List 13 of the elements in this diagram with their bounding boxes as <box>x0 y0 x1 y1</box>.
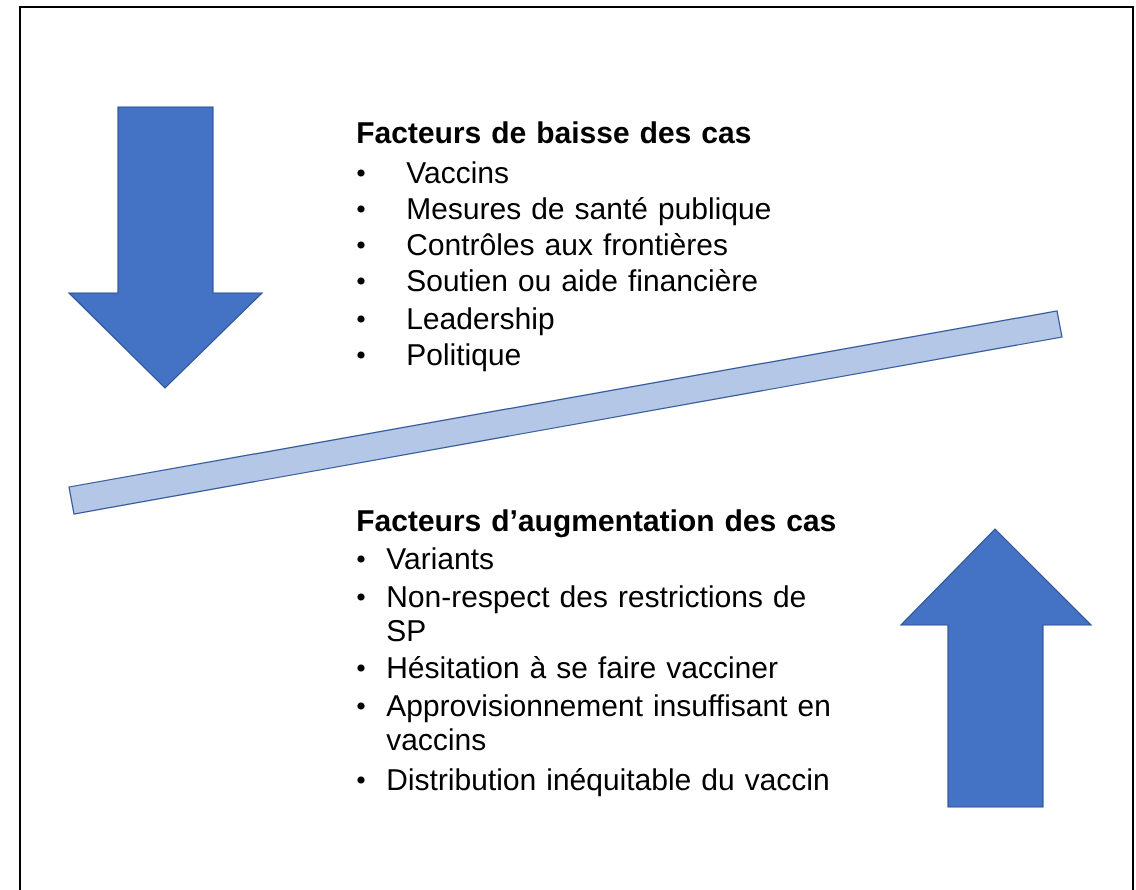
bullet-item: Hésitation à se faire vacciner <box>388 655 778 679</box>
bullet-item: Leadership <box>408 307 554 336</box>
bullet-item: Approvisionnement insuffisant en vaccins <box>386 694 829 751</box>
bullet-item: Non-respect des restrictions de SP <box>387 585 805 642</box>
bullet-item: Variants <box>386 547 493 570</box>
list-heading: Facteurs de baisse des cas <box>358 121 751 144</box>
bullet-item: Vaccins <box>406 161 508 184</box>
list-heading: Facteurs d’augmentation des cas <box>358 509 836 538</box>
bullet-item: Politique <box>408 343 520 372</box>
bullet-item: Soutien ou aide financière <box>407 268 757 292</box>
bullet-item: Distribution inéquitable du vaccin <box>388 767 828 797</box>
bullet-item: Mesures de santé publique <box>408 196 770 226</box>
bullet-item: Contrôles aux frontières <box>407 232 727 256</box>
